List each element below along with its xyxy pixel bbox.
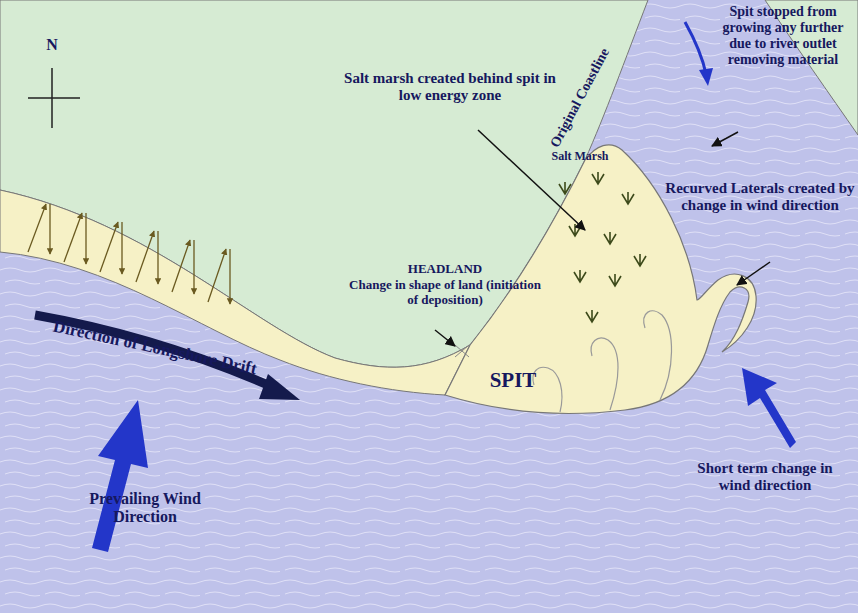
marsh-plant [586,310,598,322]
backwash-arrow [157,231,158,284]
leader-line [435,330,455,346]
swash-arrow [172,240,190,292]
swash-arrow [28,204,46,252]
callout-text: Recurved Laterals created by change in w… [665,180,855,215]
ridge [533,367,562,412]
river-arrow [685,22,706,74]
swash-arrow [100,222,118,272]
marsh-plant [559,182,571,194]
swash-arrows [28,204,230,304]
marsh-plants [559,172,646,322]
leader-line [737,262,770,285]
marsh-plant [592,172,604,184]
feature-label: SPIT [478,368,548,392]
compass-label: N [40,36,64,54]
river-arrow [699,68,713,86]
marsh-plant [634,254,646,266]
ridge [644,311,672,400]
backwash-arrow [85,213,86,264]
drift-arrow [259,374,300,400]
wind-label: Prevailing Wind Direction [85,490,205,527]
wind-arrow [742,368,796,448]
swash-arrow [64,213,82,262]
compass [28,68,80,128]
headland-mark [455,345,469,357]
backwash-arrow [121,222,122,274]
marsh-plant [569,224,581,236]
marsh-plant [604,232,616,244]
swash-arrow [136,231,154,282]
backwash-arrow [49,204,50,254]
wind-arrow [92,400,148,552]
beach [0,190,470,395]
callout-text: Change in shape of land (initiation of d… [345,278,545,308]
backwash-arrow [229,249,230,304]
ridge [591,338,618,410]
backwash-arrow [193,240,194,294]
marsh-plant [574,270,586,282]
leader-line [712,132,738,146]
area-label: Salt Marsh [545,150,615,164]
marsh-plant [622,192,634,204]
leader-line [478,130,585,230]
callout-text: Spit stopped from growing any further du… [711,4,855,68]
callout-heading: HEADLAND [355,262,535,277]
marsh-plant [609,274,621,286]
wind-label: Short term change in wind direction [690,460,840,495]
callout-text: Salt marsh created behind spit in low en… [335,70,565,105]
swash-arrow [208,249,226,302]
